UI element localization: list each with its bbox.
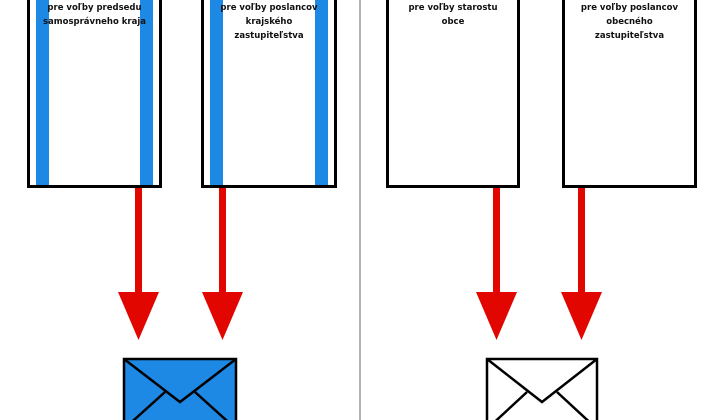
ballot-regional-chairman: pre voľby predsedu samosprávneho kraja	[27, 0, 162, 188]
ballot-stripe-left	[36, 0, 49, 185]
ballot-mayor: pre voľby starostu obce	[386, 0, 520, 188]
ballot-regional-council: pre voľby poslancov krajského zastupiteľ…	[201, 0, 337, 188]
ballot-stripe-left	[210, 0, 223, 185]
section-divider	[359, 0, 361, 420]
envelope-blue-icon	[122, 357, 238, 420]
arrow-down-icon	[118, 188, 159, 340]
ballot-label: pre voľby poslancov krajského zastupiteľ…	[220, 3, 318, 41]
arrow-down-icon	[561, 188, 602, 340]
ballot-label: pre voľby poslancov obecného zastupiteľs…	[580, 3, 679, 41]
ballot-stripe-right	[315, 0, 328, 185]
ballot-label: pre voľby starostu obce	[408, 3, 498, 27]
arrow-down-icon	[202, 188, 243, 340]
envelope-white-icon	[485, 357, 599, 420]
ballot-label: pre voľby predsedu samosprávneho kraja	[42, 3, 146, 27]
arrow-down-icon	[476, 188, 517, 340]
ballot-municipal-council: pre voľby poslancov obecného zastupiteľs…	[562, 0, 697, 188]
ballot-stripe-right	[140, 0, 153, 185]
